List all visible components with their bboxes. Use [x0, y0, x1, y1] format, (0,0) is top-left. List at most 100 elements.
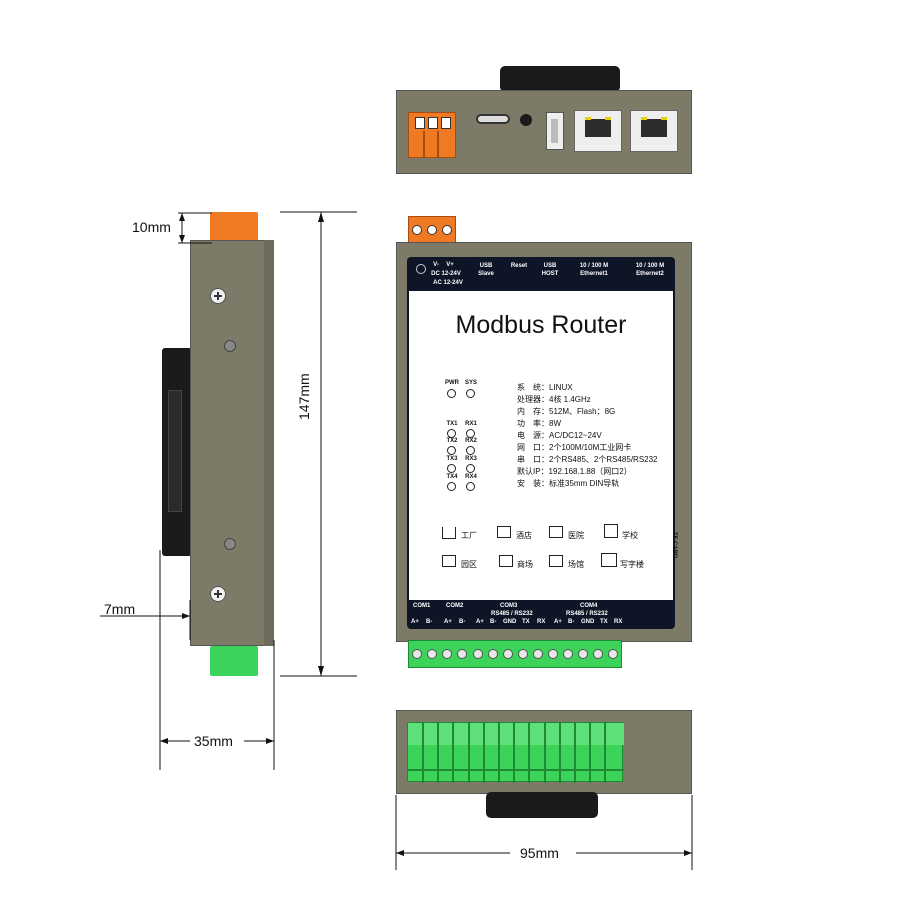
label-dc: DC 12-24V — [431, 271, 461, 277]
venue-icon — [549, 555, 563, 567]
front-power-terminal — [408, 216, 456, 244]
led-label-rx4: RX4 — [465, 474, 477, 480]
spec-processor: 处理器：4核 1.4GHz — [517, 395, 591, 404]
bottom-io-terminal — [407, 722, 624, 783]
usb-host-port[interactable] — [546, 112, 564, 150]
led-label-rx1: RX1 — [465, 421, 477, 427]
led-label-tx4: TX4 — [446, 474, 458, 480]
pin-label: A+ — [554, 619, 562, 625]
usb-slave-port[interactable] — [476, 114, 510, 124]
led-rx1 — [466, 429, 475, 438]
spec-memory: 内 存：512M、Flash：8G — [517, 407, 616, 416]
led-tx1 — [447, 429, 456, 438]
hospital-icon — [549, 526, 563, 538]
screw-icon — [210, 288, 226, 304]
spec-serial: 串 口：2个RS485、2个RS485/RS232 — [517, 455, 658, 464]
pin-labels: A+ B- A+ B- A+ B- GND TX RX A+ B- GND TX… — [409, 619, 639, 629]
pin-label: GND — [581, 619, 595, 625]
din-clip-top — [500, 66, 620, 92]
spec-mount: 安 装：标准35mm DIN导轨 — [517, 479, 620, 488]
side-power-terminal — [210, 212, 258, 242]
gear-icon — [416, 264, 426, 274]
pin-label: GND — [503, 619, 517, 625]
side-view — [160, 210, 280, 680]
led-label-tx3: TX3 — [446, 456, 458, 462]
hotel-icon — [497, 526, 511, 538]
dim-depth: 35mm — [194, 733, 233, 749]
com1-label: COM1 — [413, 603, 431, 609]
din-clip-bottom — [486, 792, 598, 818]
pin-label: A+ — [444, 619, 452, 625]
led-label-tx2: TX2 — [446, 438, 458, 444]
led-label-rx2: RX2 — [465, 438, 477, 444]
led-tx3 — [447, 464, 456, 473]
category-office: 写字楼 — [620, 560, 644, 569]
label-reset: Reset — [510, 263, 528, 269]
front-io-terminal — [408, 640, 622, 668]
power-terminal-top — [408, 112, 456, 158]
spec-power: 功 率：8W — [517, 419, 561, 428]
pin-label: B- — [459, 619, 466, 625]
side-housing — [190, 240, 274, 646]
factory-icon — [442, 527, 456, 539]
dim-top-connector: 10mm — [132, 219, 171, 235]
pin-label: TX — [522, 619, 530, 625]
front-label-area — [409, 291, 673, 600]
bottom-view — [396, 710, 692, 820]
hole-icon — [224, 340, 236, 352]
led-label-tx1: TX1 — [446, 421, 458, 427]
category-hotel: 酒店 — [516, 531, 532, 540]
spec-network: 网 口：2个100M/10M工业网卡 — [517, 443, 632, 452]
pin-label: B- — [490, 619, 497, 625]
label-v-plus: V+ — [446, 262, 454, 268]
ethernet1-port[interactable] — [574, 110, 622, 152]
pin-label: A+ — [476, 619, 484, 625]
spec-ip: 默认IP：192.168.1.88（网口2） — [517, 467, 632, 476]
pin-label: TX — [600, 619, 608, 625]
dim-width: 95mm — [520, 845, 559, 861]
park-icon — [442, 555, 456, 567]
led-rx4 — [466, 482, 475, 491]
dim-din-offset: 7mm — [104, 601, 136, 617]
tf-card-label: TF CARD — [671, 532, 677, 559]
dim-height: 147mm — [296, 373, 312, 420]
pin-label: B- — [568, 619, 575, 625]
hole-icon — [224, 538, 236, 550]
label-v-minus: V- — [433, 262, 439, 268]
office-icon — [601, 553, 617, 567]
label-eth2-1: 10 / 100 M — [635, 263, 665, 269]
led-tx2 — [447, 446, 456, 455]
label-usb-slave-2: Slave — [478, 271, 494, 277]
category-factory: 工厂 — [461, 531, 477, 540]
page-title: Modbus Router — [455, 311, 627, 339]
label-usb-host-1: USB — [543, 263, 557, 269]
led-rx3 — [466, 464, 475, 473]
category-mall: 商场 — [517, 560, 533, 569]
com3-label: COM3 — [500, 603, 518, 609]
pin-label: B- — [426, 619, 433, 625]
com2-label: COM2 — [446, 603, 464, 609]
category-park: 园区 — [461, 560, 477, 569]
label-usb-host-2: HOST — [541, 271, 559, 277]
com3-rs-label: RS485 / RS232 — [491, 611, 533, 617]
top-view — [396, 66, 692, 174]
label-usb-slave-1: USB — [479, 263, 493, 269]
led-label-pwr: PWR — [445, 380, 459, 386]
ethernet2-port[interactable] — [630, 110, 678, 152]
led-label-sys: SYS — [464, 380, 477, 386]
led-label-rx3: RX3 — [465, 456, 477, 462]
category-school: 学校 — [622, 531, 638, 540]
spec-supply: 电 源：AC/DC12~24V — [517, 431, 602, 440]
category-hospital: 医院 — [568, 531, 584, 540]
led-sys — [466, 389, 475, 398]
label-eth1-2: Ethernet1 — [580, 271, 608, 277]
reset-button[interactable] — [520, 114, 532, 126]
com4-rs-label: RS485 / RS232 — [566, 611, 608, 617]
side-io-terminal — [210, 646, 258, 676]
pin-label: A+ — [411, 619, 419, 625]
spec-list: 系 统：LINUX 处理器：4核 1.4GHz 内 存：512M、Flash：8… — [517, 382, 667, 490]
led-pwr — [447, 389, 456, 398]
led-rx2 — [466, 446, 475, 455]
label-eth2-2: Ethernet2 — [636, 271, 664, 277]
